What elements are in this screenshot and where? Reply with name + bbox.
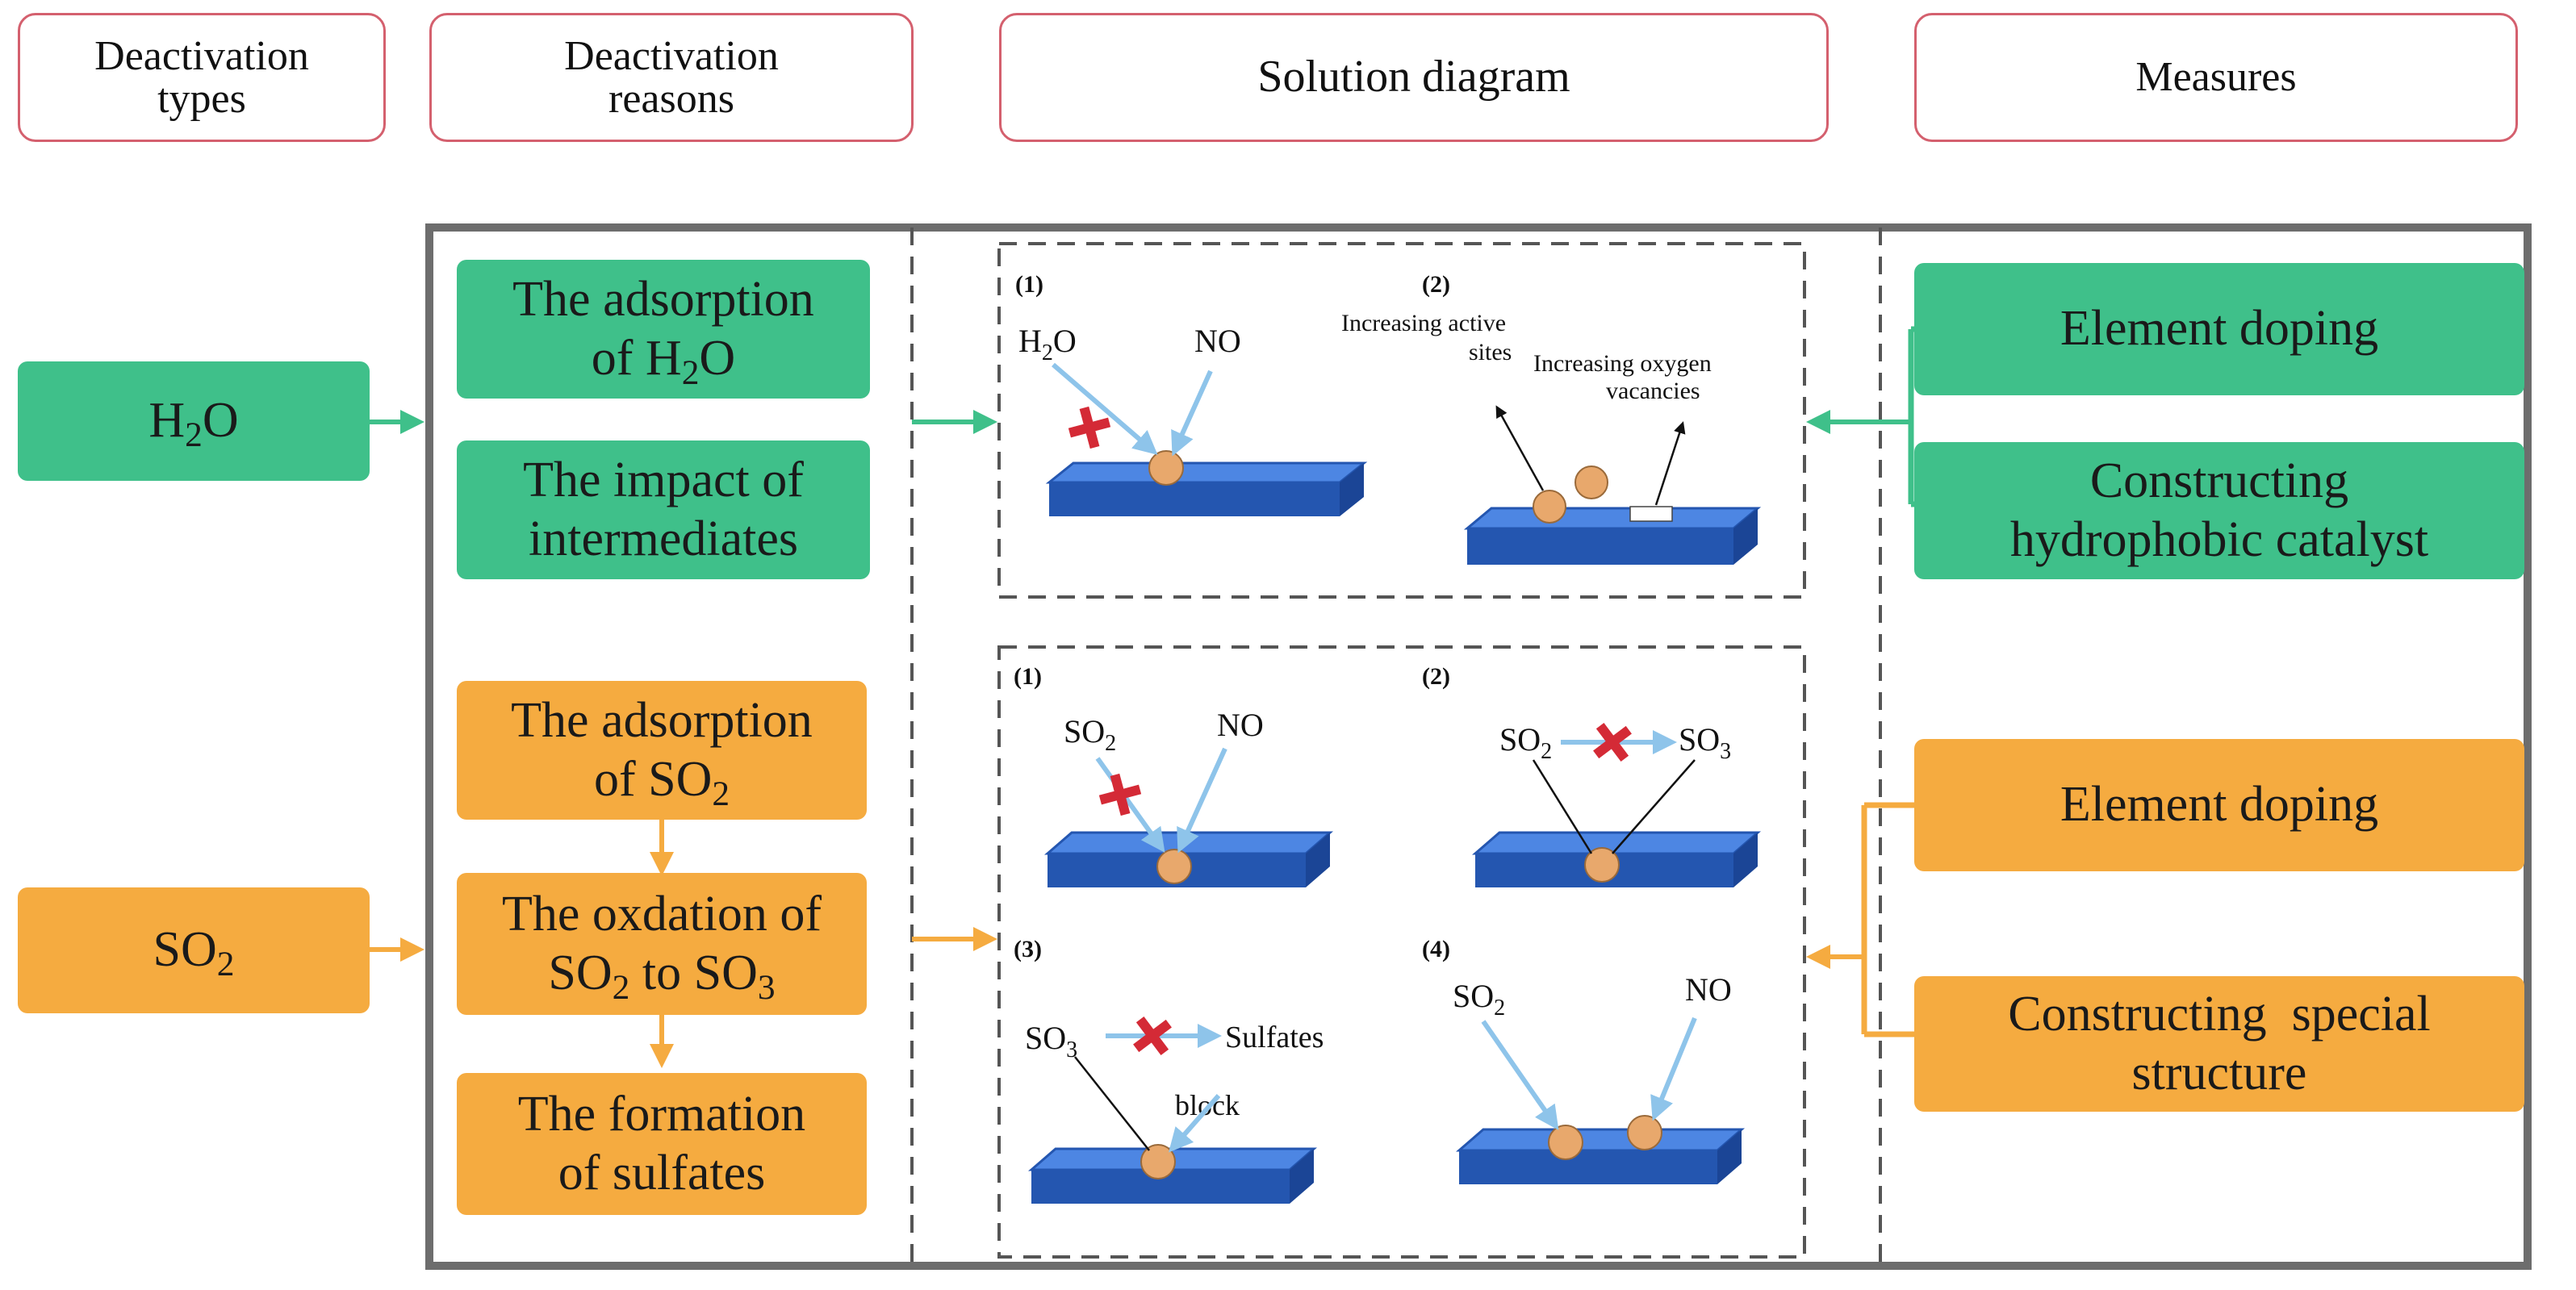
- so2-scene-1-so2-arrow: [1095, 757, 1165, 853]
- type-h2o-label: H2O: [148, 393, 239, 455]
- h2o-scene-2: (2) Increasing active sites Increasing o…: [1341, 271, 1762, 565]
- h2o-scene-2-pointer-active: [1495, 405, 1545, 491]
- h2o-scene-1-plate-top: [1045, 461, 1368, 484]
- header-measures: Measures: [1914, 13, 2518, 142]
- so2-scene-4-plate-top: [1455, 1128, 1746, 1152]
- so2-scene-4-number: (4): [1422, 936, 1450, 962]
- reason-adsorption-h2o: The adsorption of H2O: [457, 260, 870, 399]
- h2o-scene-2-number: (2): [1422, 271, 1450, 298]
- so2-scene-3-link: [1074, 1056, 1150, 1151]
- so2-scene-1-number: (1): [1014, 663, 1042, 690]
- so2-scene-1-particle: [1156, 849, 1192, 884]
- measure-hydrophobic-line1: Constructing: [2089, 453, 2349, 508]
- h2o-scene-2-particle-b: [1574, 465, 1608, 499]
- so2-scene-3-plate-front: [1031, 1170, 1290, 1204]
- so2-scene-3-block-arrow: [1169, 1094, 1221, 1153]
- reason-adsorption-so2: The adsorption of SO2: [457, 681, 867, 820]
- so2-scene-4: (4) SO2 NO: [1422, 936, 1746, 1184]
- h2o-scene-1-number: (1): [1015, 271, 1043, 298]
- so2-scene-3-cross-icon: [1133, 1017, 1172, 1055]
- so2-scene-4-no-label: NO: [1685, 971, 1732, 1008]
- measure-element-doping-so2: Element doping: [1914, 739, 2524, 871]
- reason-formation-line2: of sulfates: [558, 1146, 766, 1200]
- so2-scene-2-from-label: SO2: [1499, 721, 1552, 764]
- measure-special-line1: Constructing special: [2008, 986, 2431, 1042]
- type-h2o-box: H2O: [18, 361, 370, 481]
- h2o-scene-2-particle-a: [1533, 490, 1566, 524]
- so2-scene-3-particle: [1140, 1144, 1176, 1179]
- header-deactivation-reasons: Deactivation reasons: [429, 13, 914, 142]
- so2-scene-3-plate-side: [1290, 1149, 1314, 1204]
- type-so2-label: SO2: [153, 922, 235, 984]
- so2-scene-3-sulfates-label: Sulfates: [1225, 1021, 1324, 1054]
- h2o-scene-2-plate-front: [1467, 528, 1733, 565]
- reason-impact-intermediates: The impact of intermediates: [457, 440, 870, 579]
- reason-adsorption-so2-line2: of SO2: [593, 752, 730, 814]
- so2-scene-4-plate-front: [1459, 1150, 1717, 1184]
- h2o-scene-2-vacancy: [1629, 506, 1673, 522]
- h2o-scene-2-label-active-2: sites: [1469, 339, 1512, 365]
- so2-scene-4-particle-b: [1627, 1115, 1662, 1150]
- so2-scene-1-plate-top: [1043, 831, 1334, 855]
- reason-adsorption-h2o-line2: of H2O: [591, 331, 736, 393]
- so2-scene-3-number: (3): [1014, 936, 1042, 962]
- type-so2-box: SO2: [18, 887, 370, 1013]
- h2o-scene-2-label-oxygen-1: Increasing oxygen: [1533, 350, 1712, 377]
- h2o-scene-1-plate-side: [1340, 463, 1364, 516]
- so2-scene-2-number: (2): [1422, 663, 1450, 690]
- reason-formation-sulfates: The formation of sulfates: [457, 1073, 867, 1215]
- h2o-scene-2-plate-top: [1463, 507, 1762, 530]
- so2-scene-3: (3) SO3 Sulfates block: [1014, 936, 1324, 1204]
- h2o-scene-1: (1) H2O NO: [1015, 271, 1368, 516]
- h2o-scene-1-h2o-arrow: [1052, 362, 1158, 455]
- so2-scene-4-no-arrow: [1650, 1017, 1697, 1121]
- so2-scene-1: (1) SO2 NO: [1014, 663, 1334, 887]
- reason-adsorption-so2-line1: The adsorption: [511, 692, 813, 748]
- so2-scene-1-so2-label: SO2: [1064, 713, 1116, 756]
- h2o-scene-2-plate-side: [1733, 508, 1758, 565]
- so2-scene-2: (2) SO2 SO3: [1422, 663, 1762, 887]
- reason-adsorption-h2o-line1: The adsorption: [512, 271, 814, 327]
- reason-impact-line2: intermediates: [529, 511, 798, 566]
- so2-scene-1-plate-side: [1306, 833, 1330, 887]
- so2-scene-4-plate-side: [1717, 1129, 1742, 1184]
- h2o-scene-1-no-label: NO: [1194, 323, 1241, 359]
- reason-oxidation-line1: The oxdation of: [501, 886, 822, 941]
- h2o-scene-1-particle: [1148, 450, 1184, 486]
- measure-hydrophobic-catalyst: Constructing hydrophobic catalyst: [1914, 442, 2524, 579]
- header-deactivation-types: Deactivation types: [18, 13, 386, 142]
- h2o-scene-1-h2o-label: H2O: [1018, 323, 1077, 365]
- so2-scene-3-from-label: SO3: [1025, 1020, 1077, 1062]
- measure-special-structure: Constructing special structure: [1914, 976, 2524, 1112]
- so2-scene-2-cross-icon: [1593, 723, 1632, 762]
- so2-scene-1-no-arrow: [1177, 747, 1227, 854]
- so2-scene-1-cross-icon: [1098, 773, 1142, 816]
- so2-scene-2-to-label: SO3: [1679, 721, 1731, 764]
- reason-oxidation-line2: SO2 to SO3: [548, 946, 776, 1008]
- so2-scene-4-so2-arrow: [1481, 1020, 1559, 1130]
- h2o-scene-1-no-arrow: [1171, 369, 1213, 457]
- measure-hydrophobic-line2: hydrophobic catalyst: [2009, 512, 2429, 567]
- h2o-scene-2-label-active-1: Increasing active: [1341, 310, 1506, 336]
- h2o-scene-1-cross-icon: [1068, 406, 1111, 449]
- outer-frame: [425, 223, 2532, 1270]
- so2-scene-4-so2-label: SO2: [1453, 978, 1505, 1021]
- so2-scene-2-link-from: [1532, 759, 1593, 854]
- reason-oxidation-so2: The oxdation of SO2 to SO3: [457, 873, 867, 1015]
- reason-impact-line1: The impact of: [523, 452, 804, 507]
- h2o-scene-2-pointer-vacancy: [1654, 421, 1686, 506]
- so2-scene-2-particle: [1584, 847, 1620, 883]
- measure-element-doping-h2o: Element doping: [1914, 263, 2524, 395]
- so2-scene-2-plate-side: [1733, 833, 1758, 887]
- measure-special-line2: structure: [2131, 1046, 2307, 1100]
- h2o-scene-1-plate-front: [1049, 482, 1340, 516]
- header-solution-diagram: Solution diagram: [999, 13, 1829, 142]
- so2-scene-1-no-label: NO: [1217, 707, 1264, 743]
- so2-scene-4-particle-a: [1548, 1125, 1583, 1160]
- reason-formation-line1: The formation: [517, 1086, 806, 1142]
- h2o-scene-2-label-oxygen-2: vacancies: [1606, 378, 1700, 404]
- so2-scene-2-link-to: [1612, 759, 1696, 854]
